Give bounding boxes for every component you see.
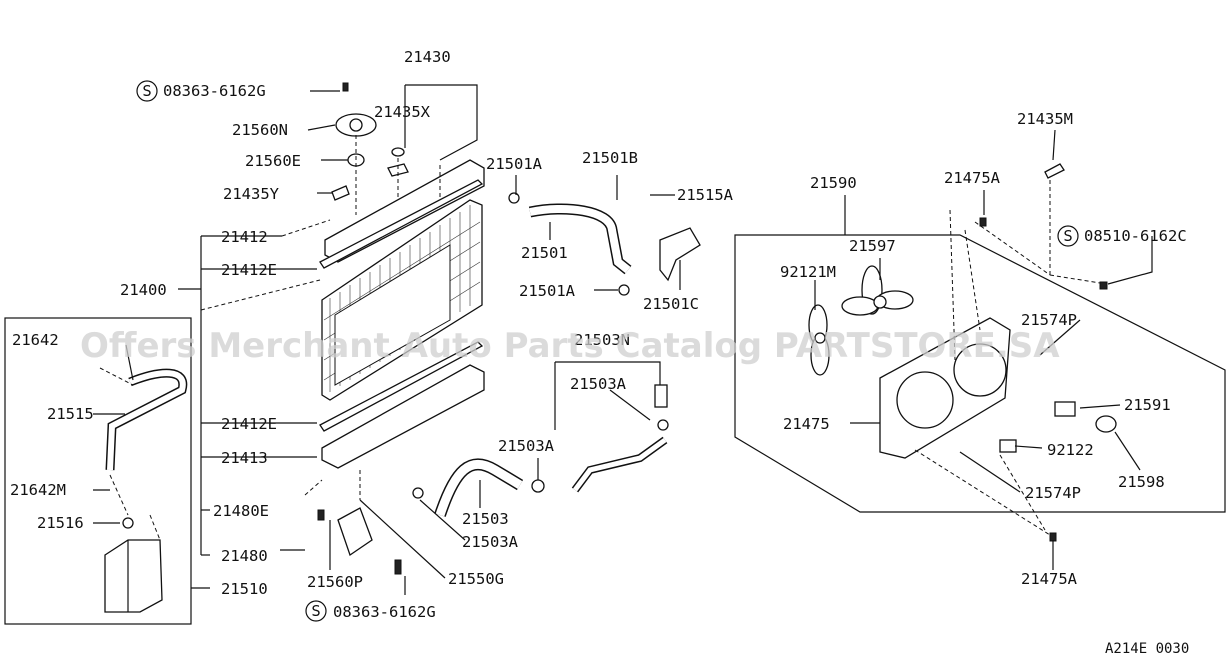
label-21475A-bottom: 21475A [1021, 570, 1078, 588]
leader-lines [93, 84, 1153, 595]
label-92122: 92122 [1047, 441, 1094, 459]
label-21516: 21516 [37, 514, 84, 532]
label-21430: 21430 [404, 48, 451, 66]
label-21503: 21503 [462, 510, 509, 528]
svg-text:S: S [311, 602, 320, 620]
bracket-21560P [337, 507, 373, 557]
radiator-upper-tank [324, 159, 485, 263]
fan-shroud [879, 317, 1011, 459]
label-21503A-mid: 21503A [498, 437, 555, 455]
label-21501: 21501 [521, 244, 568, 262]
label-21501A-bottom: 21501A [519, 282, 576, 300]
label-21501A-top: 21501A [486, 155, 543, 173]
diagram-code: A214E 0030 [1105, 641, 1189, 657]
reservoir-tank [104, 517, 163, 613]
label-21598: 21598 [1118, 473, 1165, 491]
label-21642M: 21642M [10, 481, 66, 499]
label-21413: 21413 [221, 449, 268, 467]
watermark: Offers Merchant Auto Parts Catalog PARTS… [80, 326, 1060, 366]
label-21560N: 21560N [232, 121, 288, 139]
svg-text:S: S [1063, 227, 1072, 245]
label-21560E: 21560E [245, 152, 301, 170]
label-21590: 21590 [810, 174, 857, 192]
svg-text:S: S [142, 82, 151, 100]
radiator-lower-tank [321, 364, 485, 469]
label-21435M: 21435M [1017, 110, 1073, 128]
label-21503N: 21503N [574, 331, 630, 349]
seal-strip-upper [319, 179, 484, 269]
label-21597: 21597 [849, 237, 896, 255]
label-21591: 21591 [1124, 396, 1171, 414]
label-21574P-bottom: 21574P [1025, 484, 1081, 502]
label-21642: 21642 [12, 331, 59, 349]
label-08363-top: 08363-6162G [163, 82, 266, 100]
label-21412E-top: 21412E [221, 261, 277, 279]
radiator-core [321, 199, 483, 401]
label-21412: 21412 [221, 228, 268, 246]
fan-motor [979, 163, 1117, 542]
label-21480E: 21480E [213, 502, 269, 520]
s-symbol-top: S [136, 80, 158, 102]
label-21503A-top: 21503A [570, 375, 627, 393]
reservoir-inset-box [4, 317, 192, 625]
label-21501C: 21501C [643, 295, 699, 313]
label-21503A-right: 21503A [462, 533, 519, 551]
label-21480: 21480 [221, 547, 268, 565]
fan-blade-92121M [808, 304, 830, 376]
label-08510: 08510-6162C [1084, 227, 1187, 245]
label-21560P: 21560P [307, 573, 363, 591]
label-21412E-bottom: 21412E [221, 415, 277, 433]
label-21435X: 21435X [374, 103, 431, 121]
s-symbol-bottom: S [305, 600, 327, 622]
label-92121M: 92121M [780, 263, 836, 281]
label-21475A-top: 21475A [944, 169, 1001, 187]
label-21475: 21475 [783, 415, 830, 433]
label-21501B: 21501B [582, 149, 638, 167]
hose-21503N [654, 384, 668, 408]
label-21400: 21400 [120, 281, 167, 299]
label-21574P-top: 21574P [1021, 311, 1077, 329]
seal-strip-lower [319, 341, 484, 432]
label-21515A: 21515A [677, 186, 734, 204]
label-08363-bottom: 08363-6162G [333, 603, 436, 621]
label-21435Y: 21435Y [223, 185, 280, 203]
label-21515: 21515 [47, 405, 94, 423]
s-symbol-right: S [1057, 225, 1079, 247]
label-21550G: 21550G [448, 570, 504, 588]
label-21510: 21510 [221, 580, 268, 598]
radiator-cap [331, 82, 409, 201]
bracket-21501C [659, 227, 701, 282]
dashed-lines [99, 135, 1101, 541]
fan-blade-21597 [841, 265, 914, 316]
fan-assembly-panel [734, 234, 1226, 513]
